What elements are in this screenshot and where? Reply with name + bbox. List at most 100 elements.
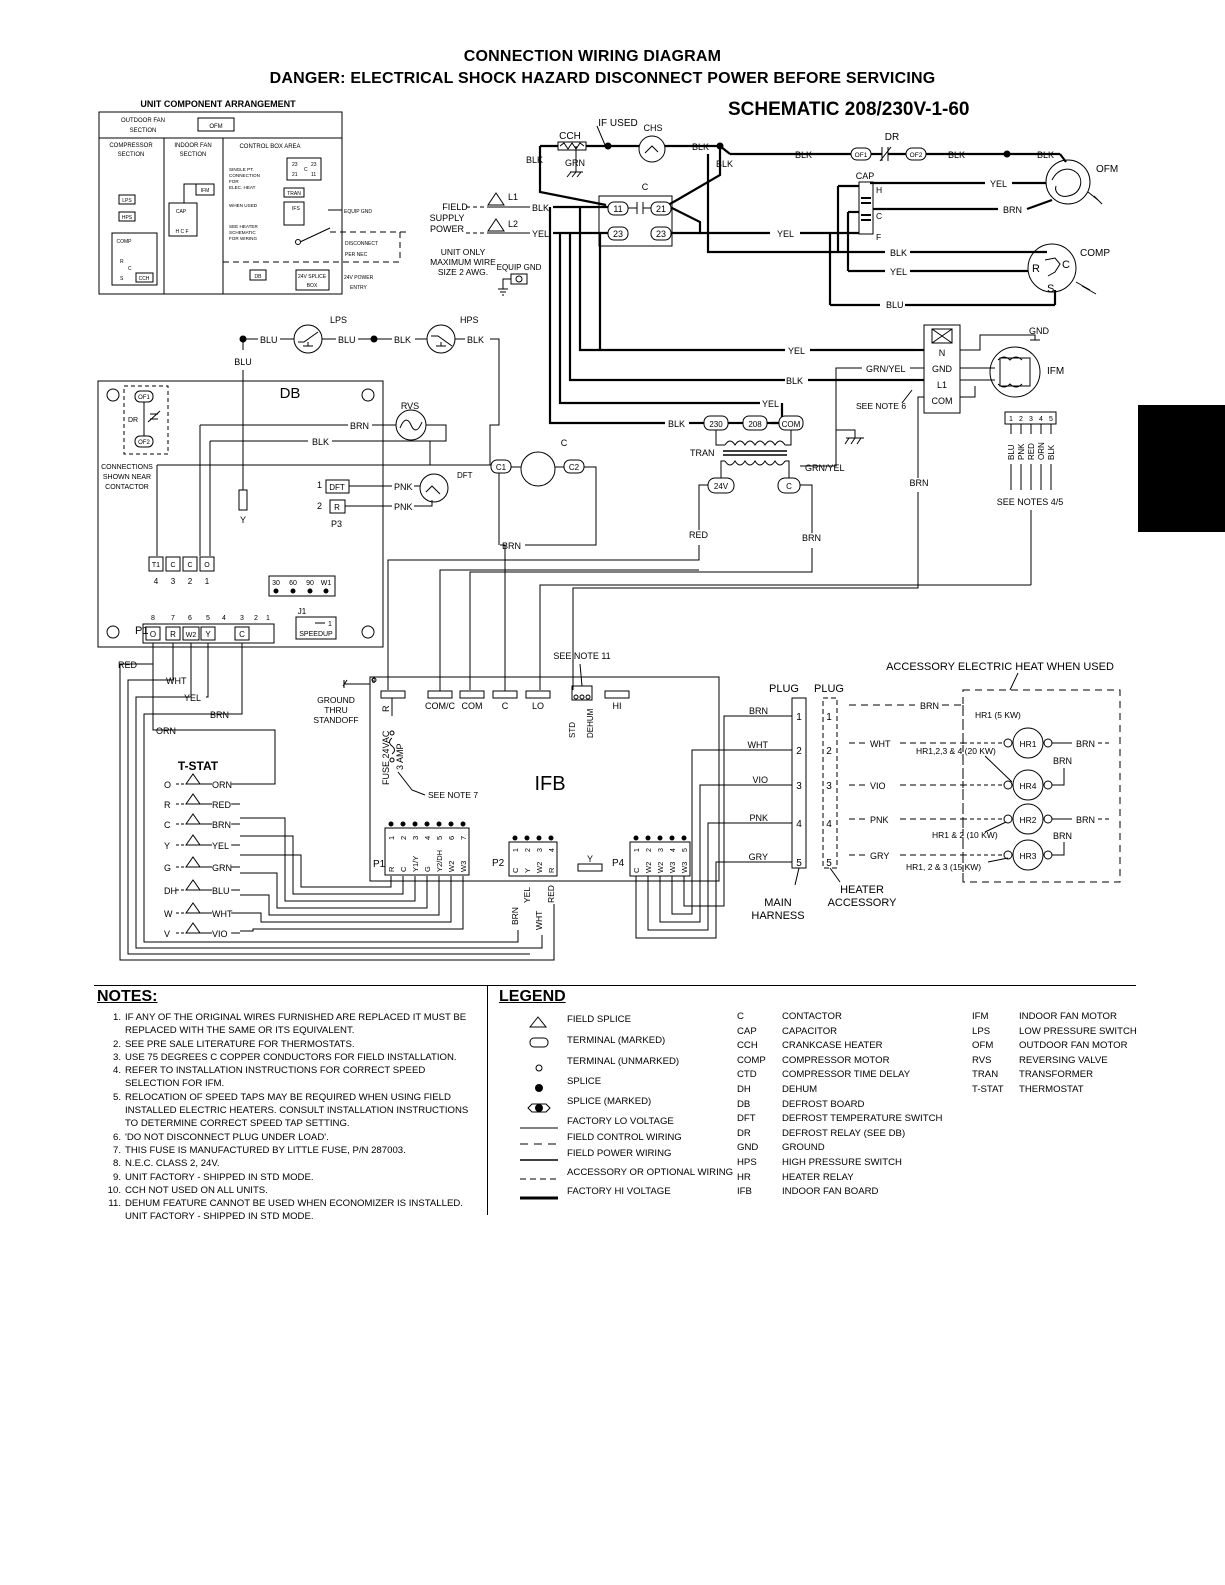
svg-text:OF2: OF2 — [138, 440, 150, 446]
legend-abbr-key: OFM — [972, 1040, 994, 1052]
svg-text:BRN: BRN — [1076, 739, 1095, 749]
field-splice-icon — [185, 856, 201, 868]
splice-symbol — [535, 1084, 543, 1092]
svg-text:6: 6 — [188, 615, 192, 622]
svg-text:23: 23 — [656, 229, 666, 239]
legend-symbol-label: FACTORY HI VOLTAGE — [567, 1186, 671, 1197]
svg-text:2: 2 — [254, 615, 258, 622]
legend-symbol-label: TERMINAL (UNMARKED) — [567, 1056, 680, 1067]
svg-text:ORN: ORN — [156, 726, 176, 736]
svg-text:C: C — [876, 211, 882, 221]
svg-text:Y: Y — [240, 515, 246, 525]
svg-text:Y: Y — [205, 630, 211, 639]
schematic-title: SCHEMATIC 208/230V-1-60 — [728, 99, 970, 120]
svg-text:2: 2 — [646, 848, 653, 852]
tstat-wire-label: BLU — [212, 886, 230, 896]
svg-text:W1: W1 — [321, 580, 332, 587]
ifb-bottom-wiring — [240, 715, 792, 939]
svg-text:COMPRESSOR: COMPRESSOR — [109, 143, 153, 149]
svg-text:CAP: CAP — [856, 171, 875, 181]
svg-text:EQUIP GND: EQUIP GND — [497, 263, 542, 272]
svg-text:P1: P1 — [373, 859, 386, 870]
heater-wire-label: PNK — [870, 815, 889, 825]
svg-text:W2: W2 — [644, 862, 653, 873]
svg-text:R: R — [170, 630, 176, 639]
legend-abbr-value: COMPRESSOR TIME DELAY — [782, 1069, 911, 1081]
svg-text:COMP: COMP — [117, 239, 133, 245]
svg-text:SHOWN NEAR: SHOWN NEAR — [103, 474, 151, 481]
legend-abbr-value: REVERSING VALVE — [1019, 1054, 1108, 1066]
note-item: 1.IF ANY OF THE ORIGINAL WIRES FURNISHED… — [103, 1011, 478, 1038]
svg-text:230: 230 — [709, 420, 723, 429]
svg-text:R: R — [120, 259, 124, 265]
svg-text:W2: W2 — [447, 861, 456, 872]
svg-text:R: R — [334, 503, 340, 512]
svg-text:MAXIMUM WIRE: MAXIMUM WIRE — [430, 257, 496, 267]
svg-text:HR1,2,3 & 4 (20 KW): HR1,2,3 & 4 (20 KW) — [916, 746, 996, 756]
svg-text:YEL: YEL — [762, 399, 779, 409]
svg-text:RED: RED — [118, 660, 138, 670]
svg-text:ACCESSORY ELECTRIC HEAT WHEN U: ACCESSORY ELECTRIC HEAT WHEN USED — [886, 661, 1114, 673]
svg-text:3: 3 — [1029, 416, 1033, 423]
svg-text:YEL: YEL — [788, 346, 805, 356]
arr-ofm — [197, 117, 235, 132]
heater-wire-label: GRY — [870, 851, 889, 861]
svg-text:W3: W3 — [668, 862, 677, 873]
wiring-diagram: UNIT COMPONENT ARRANGEMENT OUTDOOR FAN S… — [97, 99, 1121, 961]
svg-text:C: C — [187, 562, 192, 569]
plug-heater-section: PLUG PLUG MAIN HARNESS HEATER ACCESSORY … — [748, 661, 1121, 922]
svg-text:C2: C2 — [569, 463, 580, 472]
legend-abbr-value: CRANKCASE HEATER — [782, 1040, 883, 1052]
svg-text:DISCONNECT: DISCONNECT — [345, 241, 378, 247]
svg-text:BLK: BLK — [312, 437, 329, 447]
legend-abbr-key: RVS — [972, 1054, 992, 1066]
arrangement-title: UNIT COMPONENT ARRANGEMENT — [140, 99, 296, 109]
legend-abbr-key: DH — [737, 1084, 751, 1095]
svg-text:SPEEDUP: SPEEDUP — [299, 631, 333, 638]
note-item: 7.THIS FUSE IS MANUFACTURED BY LITTLE FU… — [103, 1144, 478, 1157]
note-item: 4.REFER TO INSTALLATION INSTRUCTIONS FOR… — [103, 1064, 478, 1091]
svg-text:OF1: OF1 — [855, 152, 868, 159]
svg-text:IFB: IFB — [534, 773, 565, 795]
svg-text:PLUG: PLUG — [814, 683, 844, 695]
heater-wire-label: VIO — [870, 781, 886, 791]
svg-text:L1: L1 — [937, 380, 947, 390]
svg-text:CONNECTIONS: CONNECTIONS — [101, 464, 153, 471]
tstat-wire-label: RED — [212, 800, 232, 810]
svg-text:C: C — [128, 266, 132, 272]
legend-abbr-value: CAPACITOR — [782, 1025, 838, 1037]
svg-text:R: R — [547, 867, 556, 873]
legend-abbr-key: DFT — [737, 1113, 756, 1125]
tstat-wire-label: VIO — [212, 929, 228, 939]
note-text: IF ANY OF THE ORIGINAL WIRES FURNISHED A… — [125, 1012, 467, 1037]
svg-text:STANDOFF: STANDOFF — [313, 715, 358, 725]
svg-text:CONNECTION: CONNECTION — [229, 173, 260, 178]
svg-text:DB: DB — [280, 385, 301, 402]
tstat-wire-label: BRN — [212, 820, 231, 830]
svg-text:3: 3 — [537, 848, 544, 852]
svg-text:24V SPLICE: 24V SPLICE — [298, 274, 327, 280]
svg-text:COM: COM — [782, 420, 801, 429]
svg-text:YEL: YEL — [522, 887, 532, 903]
svg-text:C: C — [502, 701, 509, 711]
svg-text:90: 90 — [306, 580, 314, 587]
svg-text:C: C — [642, 182, 649, 192]
svg-text:BRN: BRN — [210, 710, 229, 720]
svg-text:7: 7 — [459, 836, 468, 840]
svg-text:T-STAT: T-STAT — [178, 759, 219, 773]
svg-text:2: 2 — [188, 577, 193, 586]
svg-text:WHT: WHT — [166, 676, 187, 686]
svg-text:YEL: YEL — [777, 229, 794, 239]
tstat-terminal-label: W — [164, 909, 173, 919]
section-rule — [94, 985, 1136, 986]
svg-text:4: 4 — [549, 848, 556, 852]
svg-text:GRN/YEL: GRN/YEL — [866, 364, 906, 374]
tstat-terminal-label: Y — [164, 841, 170, 851]
svg-text:W3: W3 — [680, 862, 689, 873]
svg-text:FOR WIRING: FOR WIRING — [229, 236, 257, 241]
svg-text:ELEC. HEAT: ELEC. HEAT — [229, 185, 256, 190]
